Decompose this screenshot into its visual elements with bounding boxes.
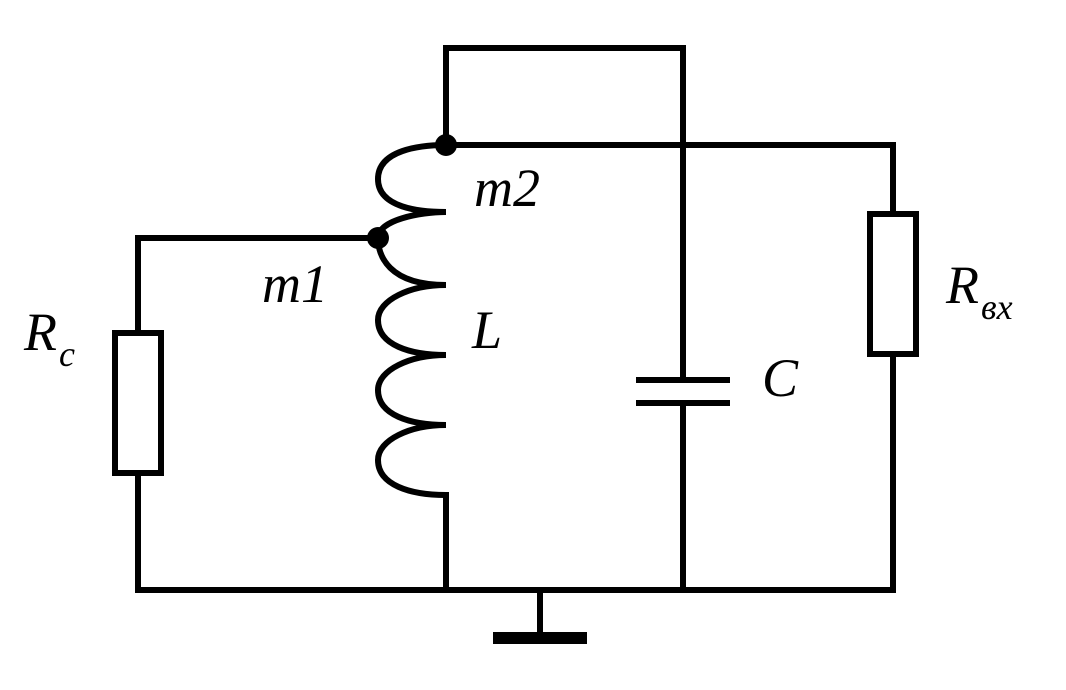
tap-m2-label: m2 (474, 158, 540, 218)
input-resistor-label: Rвх (945, 255, 1013, 327)
source-resistor-label: Rc (23, 302, 75, 374)
inductor-label: L (471, 300, 502, 360)
tap-m2-dot (435, 134, 457, 156)
top-right-wire (443, 142, 896, 217)
left-branch-wire (135, 235, 381, 336)
source-resistor-subscript: c (59, 334, 75, 374)
input-resistor-subscript: вх (981, 287, 1013, 327)
tap-m1-dot (367, 227, 389, 249)
input-resistor-body (867, 211, 919, 357)
capacitor-label: C (762, 348, 799, 408)
source-resistor-body (112, 330, 164, 476)
tap-m1-label: m1 (262, 254, 328, 314)
top-loop-wire (443, 45, 686, 383)
inductor-coil (374, 142, 449, 498)
